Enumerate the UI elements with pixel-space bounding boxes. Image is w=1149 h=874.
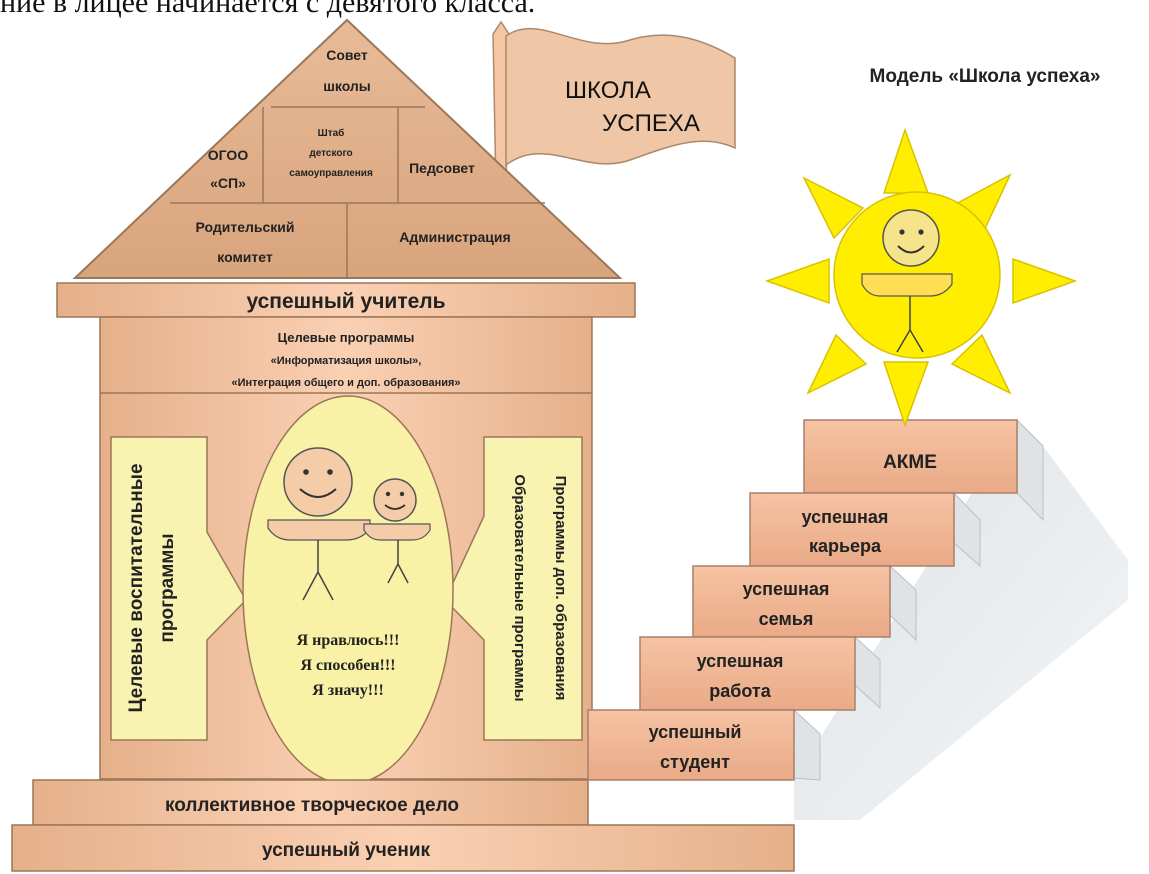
teacher-beam: успешный учитель bbox=[56, 282, 636, 318]
step-career-line2: карьера bbox=[809, 536, 882, 556]
step-career-line1: успешная bbox=[802, 507, 889, 527]
right-banner-line2: Образовательные программы bbox=[511, 474, 528, 701]
hq-line1: Штаб bbox=[318, 127, 345, 139]
roof: Совет школы ОГОО «СП» Штаб детского само… bbox=[72, 18, 623, 279]
parents-line2: комитет bbox=[217, 249, 273, 265]
right-banner: Программы доп. образования Образовательн… bbox=[444, 436, 583, 741]
target-programs-line3: «Интеграция общего и доп. образования» bbox=[231, 377, 460, 389]
step-akme: АКМЕ bbox=[803, 419, 1018, 494]
base-step-creative: коллективное творческое дело bbox=[32, 779, 589, 826]
flag-line1: ШКОЛА bbox=[565, 77, 651, 104]
hq-line2: детского bbox=[309, 148, 352, 159]
ogoo-line2: «СП» bbox=[210, 175, 246, 191]
left-banner-line2: программы bbox=[157, 533, 178, 642]
step-family-line2: семья bbox=[759, 609, 814, 629]
oval-line2: Я способен!!! bbox=[300, 657, 395, 674]
model-title: Модель «Школа успеха» bbox=[870, 66, 1101, 87]
step-family-line1: успешная bbox=[743, 579, 830, 599]
step-work-line2: работа bbox=[709, 681, 771, 701]
administration: Администрация bbox=[399, 229, 510, 245]
council-line2: школы bbox=[323, 78, 371, 94]
oval-line3: Я значу!!! bbox=[312, 682, 384, 699]
step-career: успешная карьера bbox=[749, 492, 955, 567]
step-student-line1: успешный bbox=[649, 722, 742, 742]
teacher-beam-label: успешный учитель bbox=[246, 290, 445, 313]
council-line1: Совет bbox=[326, 47, 368, 63]
target-programs-title: Целевые программы bbox=[278, 330, 415, 345]
left-banner: Целевые воспитательные программы bbox=[110, 436, 247, 741]
target-programs-line2: «Информатизация школы», bbox=[271, 355, 422, 367]
central-oval: Я нравлюсь!!! Я способен!!! Я значу!!! bbox=[242, 395, 454, 785]
base-step-student-label: успешный ученик bbox=[262, 840, 431, 861]
base-step-student: успешный ученик bbox=[11, 824, 795, 872]
sun-rays bbox=[764, 127, 1078, 428]
step-student-line2: студент bbox=[660, 752, 730, 772]
ogoo-line1: ОГОО bbox=[208, 147, 249, 163]
small-figure bbox=[363, 478, 431, 584]
sun bbox=[764, 127, 1078, 428]
step-akme-label: АКМЕ bbox=[883, 452, 937, 473]
left-banner-line1: Целевые воспитательные bbox=[126, 463, 147, 712]
parents-line1: Родительский bbox=[196, 219, 295, 235]
teachers-council: Педсовет bbox=[409, 160, 475, 176]
big-figure bbox=[267, 447, 371, 601]
base-step-creative-label: коллективное творческое дело bbox=[165, 795, 459, 816]
oval-line1: Я нравлюсь!!! bbox=[297, 632, 400, 649]
right-banner-line1: Программы доп. образования bbox=[552, 476, 569, 701]
staircase: АКМЕ успешная карьера успешная семья усп… bbox=[587, 418, 1128, 820]
flag: ШКОЛА УСПЕХА bbox=[492, 20, 736, 191]
step-work: успешная работа bbox=[639, 636, 856, 711]
flag-line2: УСПЕХА bbox=[602, 110, 700, 137]
step-work-line1: успешная bbox=[697, 651, 784, 671]
step-student: успешный студент bbox=[587, 709, 795, 781]
sun-figure bbox=[861, 209, 953, 353]
top-caption: ние в лицее начинается с девятого класса… bbox=[0, 0, 535, 19]
step-family: успешная семья bbox=[692, 565, 891, 638]
hq-line3: самоуправления bbox=[289, 168, 373, 179]
